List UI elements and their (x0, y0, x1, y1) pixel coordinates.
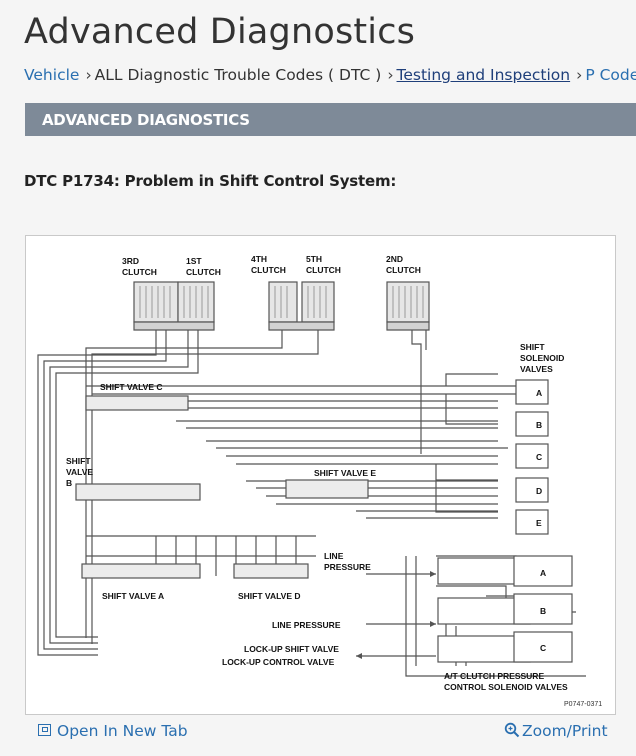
clutch-3rd-word: CLUTCH (122, 267, 157, 277)
zoom-icon (504, 722, 520, 738)
shift-valve-c-label: SHIFT VALVE C (100, 382, 163, 392)
pressure-solenoid-a: A (540, 568, 546, 578)
open-new-tab-label: Open In New Tab (57, 722, 188, 740)
pressure-solenoid-b: B (540, 606, 546, 616)
shift-solenoid-e: E (536, 518, 542, 528)
clutch-4th-label: 4TH (251, 254, 267, 264)
section-header: ADVANCED DIAGNOSTICS (25, 103, 636, 136)
clutch-1st-label: 1ST (186, 256, 202, 266)
zoom-print-link[interactable]: Zoom/Print (504, 722, 608, 740)
page-title: Advanced Diagnostics (24, 12, 416, 52)
shift-valve-b-label-2: VALVE (66, 467, 93, 477)
breadcrumb-separator: › (387, 66, 394, 84)
line-pressure-1-line1: LINE (324, 551, 344, 561)
shift-solenoid-d: D (536, 486, 542, 496)
open-new-tab-icon (38, 724, 51, 736)
diagram-svg: 3RD CLUTCH 1ST CLUTCH 4TH CLUTCH 5TH CLU… (37, 254, 602, 708)
breadcrumb-all-dtc: ALL Diagnostic Trouble Codes ( DTC ) (94, 66, 382, 84)
shift-valve-d-label: SHIFT VALVE D (238, 591, 301, 601)
shift-valve-a-label: SHIFT VALVE A (102, 591, 164, 601)
zoom-print-label: Zoom/Print (522, 722, 608, 740)
shift-solenoid-title-3: VALVES (520, 364, 553, 374)
clutch-2nd-word: CLUTCH (386, 265, 421, 275)
clutch-4th-word: CLUTCH (251, 265, 286, 275)
breadcrumb-separator: › (576, 66, 583, 84)
shift-solenoid-title-2: SOLENOID (520, 353, 564, 363)
breadcrumb-testing-inspection[interactable]: Testing and Inspection (396, 66, 571, 84)
clutch-5th-label: 5TH (306, 254, 322, 264)
breadcrumb-vehicle[interactable]: Vehicle (24, 66, 80, 84)
shift-valve-e-label: SHIFT VALVE E (314, 468, 376, 478)
line-pressure-1-line2: PRESSURE (324, 562, 371, 572)
open-new-tab-link[interactable]: Open In New Tab (38, 722, 188, 740)
dtc-heading: DTC P1734: Problem in Shift Control Syst… (24, 172, 397, 190)
lockup-control-valve: LOCK-UP CONTROL VALVE (222, 657, 335, 667)
shift-solenoid-c: C (536, 452, 542, 462)
pressure-solenoid-title-2: CONTROL SOLENOID VALVES (444, 682, 568, 692)
line-pressure-2: LINE PRESSURE (272, 620, 341, 630)
shift-solenoid-b: B (536, 420, 542, 430)
breadcrumb-p-code[interactable]: P Code Ch (585, 66, 636, 84)
shift-solenoid-title-1: SHIFT (520, 342, 545, 352)
breadcrumb-separator: › (85, 66, 92, 84)
pressure-solenoid-c: C (540, 643, 546, 653)
section-title: ADVANCED DIAGNOSTICS (42, 111, 250, 129)
pressure-solenoid-title-1: A/T CLUTCH PRESSURE (444, 671, 544, 681)
lockup-shift-valve: LOCK-UP SHIFT VALVE (244, 644, 339, 654)
shift-valve-b-label-3: B (66, 478, 72, 488)
shift-solenoid-a: A (536, 388, 542, 398)
clutch-1st-word: CLUTCH (186, 267, 221, 277)
hydraulic-diagram[interactable]: 3RD CLUTCH 1ST CLUTCH 4TH CLUTCH 5TH CLU… (25, 235, 616, 715)
shift-valve-b-label-1: SHIFT (66, 456, 91, 466)
clutch-5th-word: CLUTCH (306, 265, 341, 275)
figure-id: P0747-0371 (564, 701, 602, 708)
breadcrumb: Vehicle›ALL Diagnostic Trouble Codes ( D… (24, 66, 636, 84)
clutch-2nd-label: 2ND (386, 254, 403, 264)
clutch-3rd-label: 3RD (122, 256, 139, 266)
